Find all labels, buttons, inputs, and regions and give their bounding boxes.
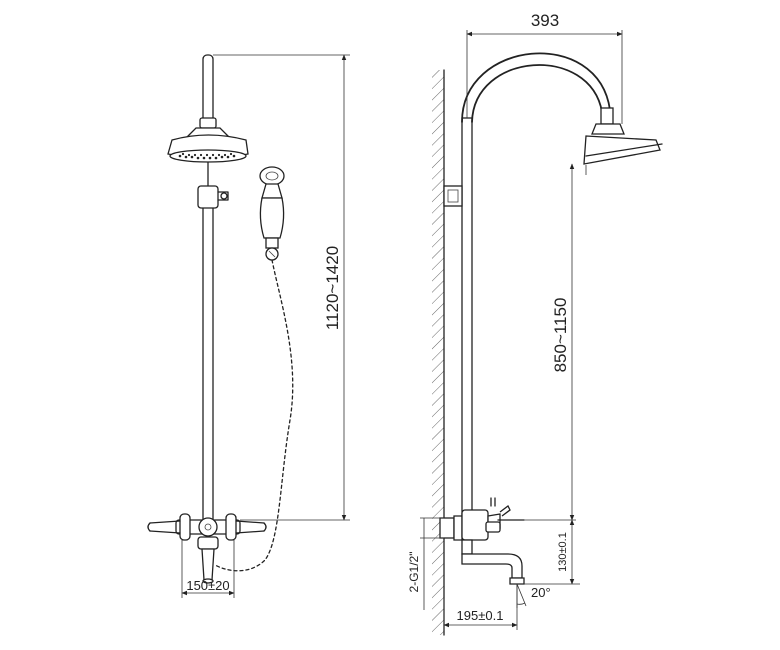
dim-spout-depth-label: 195±0.1 — [457, 608, 504, 623]
side-gooseneck-arm — [461, 52, 611, 123]
side-wall — [432, 69, 445, 636]
side-rain-shower-head — [583, 107, 663, 165]
side-view: 393 850~1150 130±0.1 2-G1/2" 195±0.1 — [407, 11, 663, 636]
dim-spout-height — [524, 519, 580, 585]
side-bath-spout — [461, 539, 525, 585]
dim-inlet-thread — [420, 517, 444, 610]
side-wall-bracket — [443, 185, 463, 207]
dim-mixer-spacing — [181, 540, 235, 598]
dim-mixer-spacing-label: 150±20 — [186, 578, 229, 593]
dim-spout-angle-label: 20° — [531, 585, 551, 600]
side-riser-pipe — [461, 117, 473, 521]
dim-side-height — [524, 163, 587, 521]
dim-front-height — [213, 54, 350, 521]
dim-spout-depth — [443, 584, 518, 630]
front-view: 1120~1420 150±20 — [147, 54, 350, 598]
dim-spout-angle — [516, 583, 527, 608]
dim-side-height-label: 850~1150 — [551, 298, 570, 373]
dim-spout-height-label: 130±0.1 — [557, 532, 569, 572]
dim-front-height-label: 1120~1420 — [323, 246, 342, 330]
rain-head-nozzles — [178, 152, 236, 160]
dim-head-offset — [466, 30, 623, 124]
front-mixer-valve — [147, 513, 267, 584]
front-hose — [214, 259, 294, 572]
dim-head-offset-label: 393 — [531, 11, 559, 30]
front-rain-shower-head — [167, 117, 249, 163]
front-hand-shower — [259, 166, 285, 261]
front-slide-bracket — [197, 185, 229, 209]
dim-inlet-thread-label: 2-G1/2" — [407, 552, 421, 593]
side-mixer-valve — [439, 497, 525, 541]
